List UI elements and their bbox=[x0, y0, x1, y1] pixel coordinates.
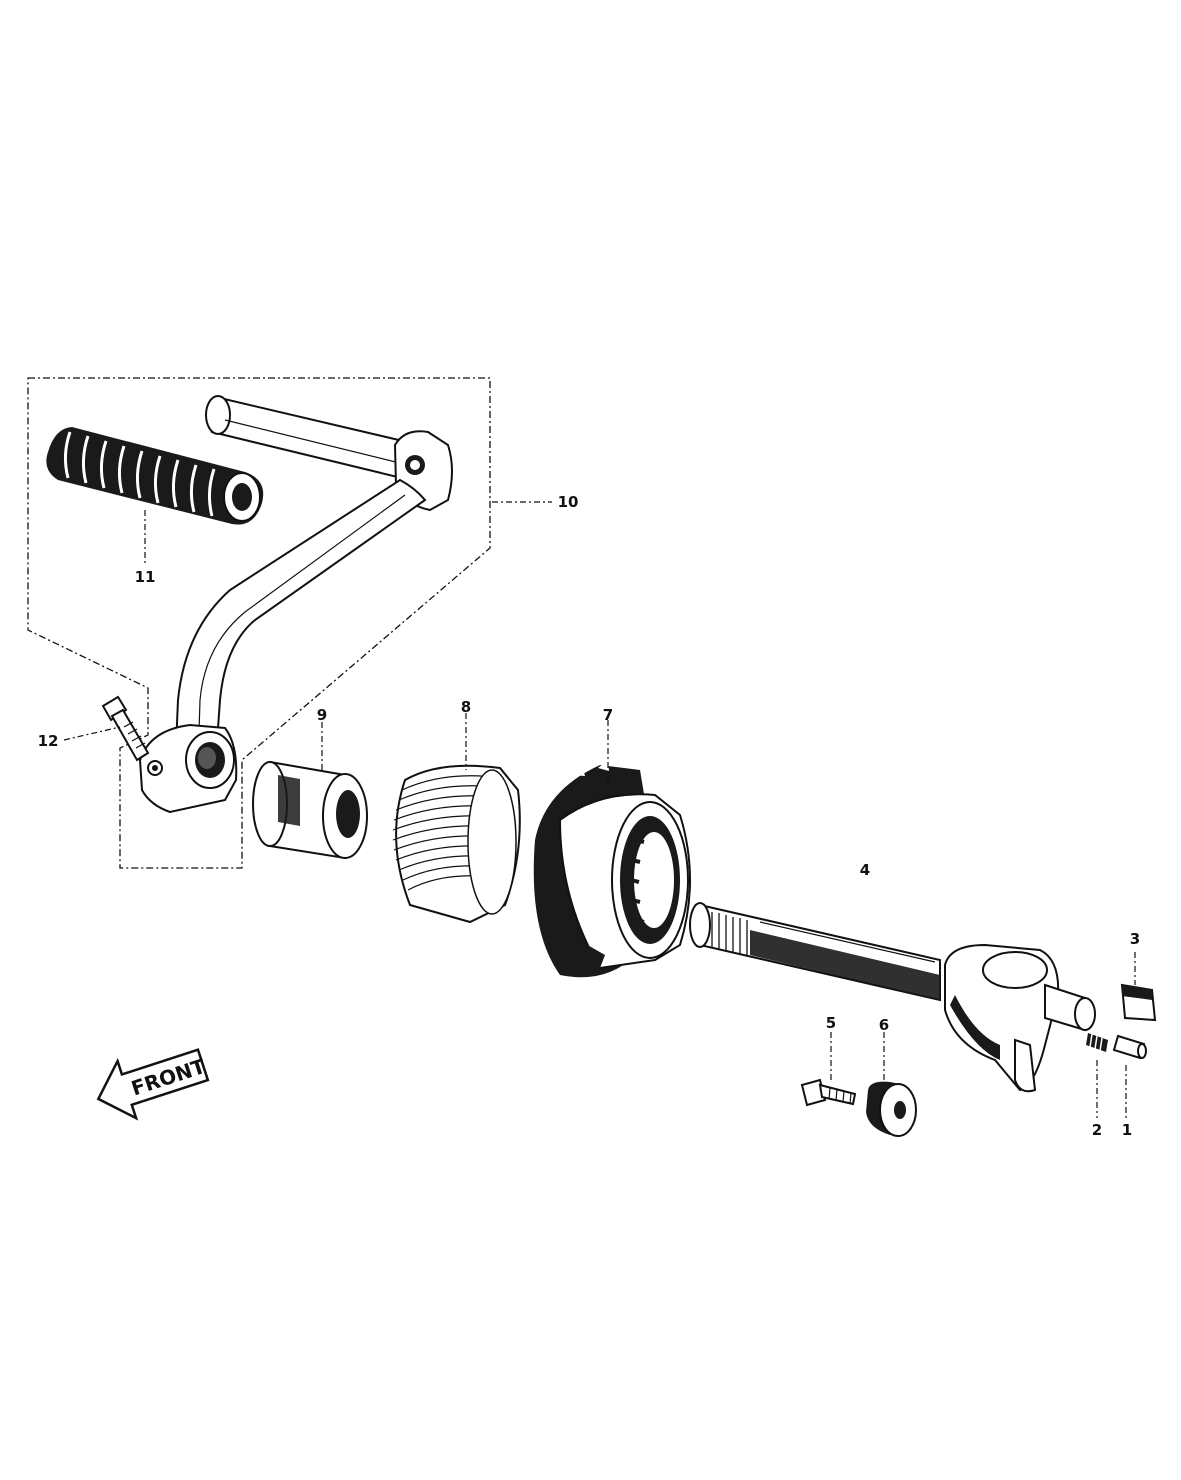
callout-labels: 1 2 3 4 5 6 7 8 9 10 11 12 bbox=[38, 493, 1141, 1139]
part-8-spring bbox=[392, 764, 521, 924]
part-5-bolt bbox=[800, 1078, 857, 1107]
callout-8: 8 bbox=[461, 698, 471, 716]
part-11-rubber-grip bbox=[46, 427, 264, 525]
part-3-cap bbox=[1120, 983, 1157, 1022]
callout-12: 12 bbox=[38, 732, 59, 750]
part-4-kick-shaft bbox=[689, 902, 1096, 1093]
part-9-collar bbox=[252, 760, 368, 860]
part-1-pin bbox=[1112, 1034, 1147, 1060]
callout-4: 4 bbox=[860, 861, 870, 879]
callout-1: 1 bbox=[1122, 1121, 1132, 1139]
callout-11: 11 bbox=[135, 568, 156, 586]
callout-10: 10 bbox=[558, 493, 579, 511]
callout-2: 2 bbox=[1092, 1121, 1102, 1139]
part-7-kick-gear bbox=[524, 760, 691, 978]
part-2-small-spring bbox=[1086, 1033, 1108, 1052]
callout-3: 3 bbox=[1130, 930, 1140, 948]
callout-9: 9 bbox=[317, 706, 327, 724]
callout-7: 7 bbox=[603, 706, 613, 724]
part-12-bolt bbox=[101, 695, 150, 762]
kick-pedal-assembly-outline bbox=[27, 377, 491, 869]
callout-6: 6 bbox=[879, 1016, 889, 1034]
part-10-kick-pedal-arm bbox=[138, 395, 453, 814]
front-direction-arrow: FRONT bbox=[96, 1048, 210, 1121]
leader-lines bbox=[63, 501, 1136, 1118]
part-6-roller bbox=[866, 1081, 917, 1137]
callout-5: 5 bbox=[826, 1014, 836, 1032]
